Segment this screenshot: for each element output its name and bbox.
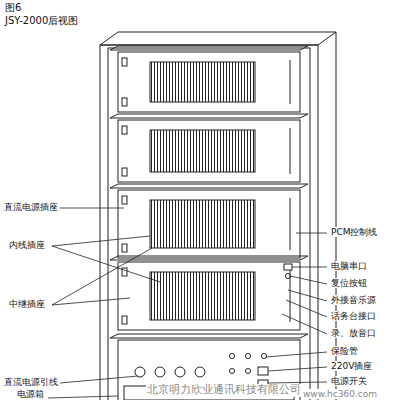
serial-port: [284, 264, 292, 270]
cabinet-side: [336, 32, 337, 400]
cabinet-inner-frame: [108, 48, 310, 400]
part-label: 内线插座: [8, 240, 46, 250]
power-box: [110, 334, 308, 400]
card-shelf: [110, 114, 308, 182]
reset-button: [286, 274, 291, 279]
part-label: 直流电源插座: [3, 202, 59, 212]
cabinet-frame: [100, 45, 318, 400]
part-label: 220V插座: [330, 361, 373, 371]
card-shelf: [110, 46, 308, 112]
part-label: 录、放音口: [330, 328, 377, 338]
figure-number: 图6: [4, 2, 22, 14]
part-label: 电源开关: [330, 376, 368, 386]
part-label: 保险管: [330, 346, 359, 356]
watermark: 北京明力欣业通讯科技有限公司: [146, 384, 302, 397]
part-label: 话务台接口: [330, 311, 377, 321]
part-label: 直流电源引线: [3, 377, 59, 387]
part-label: 电源箱: [16, 389, 45, 399]
part-label: 外接音乐源: [330, 295, 377, 305]
part-label: 复位按钮: [330, 278, 368, 288]
card-shelf: [110, 184, 308, 258]
part-label: 中继插座: [8, 299, 46, 309]
card-shelf: [110, 256, 308, 330]
leader-lines: [48, 208, 327, 398]
part-label: 电脑串口: [330, 261, 368, 271]
figure-title: JSY-2000后视图: [4, 15, 79, 27]
watermark: www.hc360.com: [302, 389, 378, 399]
cabinet-top: [100, 32, 336, 45]
part-label: PCM控制线: [330, 227, 378, 237]
